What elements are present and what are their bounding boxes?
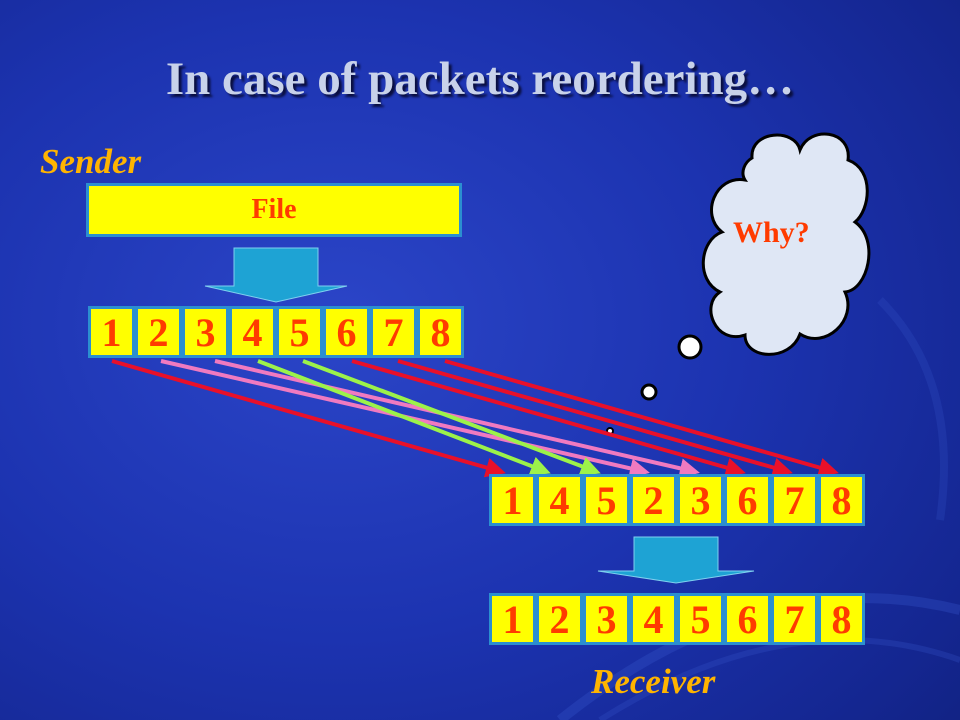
received-packet-row: 1 4 5 2 3 6 7 8: [489, 474, 865, 526]
packet-cell: 5: [677, 593, 724, 645]
packet-arrow-1: [111, 359, 506, 478]
background-swirl: [598, 637, 960, 720]
packet-cell: 2: [536, 593, 583, 645]
packet-cell: 1: [489, 474, 536, 526]
file-label: File: [251, 194, 297, 225]
packet-cell: 6: [724, 474, 771, 526]
packet-cell: 1: [88, 306, 135, 358]
packet-cell: 6: [724, 593, 771, 645]
packet-cell: 3: [182, 306, 229, 358]
packet-arrow-8: [444, 359, 839, 478]
file-block: File: [86, 183, 462, 237]
sender-label: Sender: [40, 142, 142, 181]
packet-arrow-6: [351, 359, 746, 478]
reordered-packet-row: 1 2 3 4 5 6 7 8: [489, 593, 865, 645]
packet-arrow-5: [302, 359, 601, 476]
packet-arrow-7: [397, 359, 793, 478]
down-arrow-icon: [597, 536, 755, 584]
slide-title: In case of packets reordering…: [165, 53, 795, 105]
packet-cell: 8: [417, 306, 464, 358]
down-arrow-icon: [204, 247, 348, 303]
packet-cell: 2: [135, 306, 182, 358]
packet-cell: 7: [370, 306, 417, 358]
packet-cell: 4: [630, 593, 677, 645]
packet-cell: 5: [276, 306, 323, 358]
packet-cell: 8: [818, 474, 865, 526]
packet-cell: 3: [677, 474, 724, 526]
packet-cell: 6: [323, 306, 370, 358]
packet-cell: 7: [771, 474, 818, 526]
thought-cloud: [701, 132, 871, 356]
thought-bubble: [677, 334, 703, 360]
packet-cell: 3: [583, 593, 630, 645]
thought-text: Why?: [733, 216, 810, 249]
packet-cell: 7: [771, 593, 818, 645]
packet-cell: 8: [818, 593, 865, 645]
packet-cell: 1: [489, 593, 536, 645]
receiver-label: Receiver: [591, 662, 716, 701]
thought-bubble: [640, 383, 658, 401]
packet-arrow-4: [257, 359, 551, 476]
sent-packet-row: 1 2 3 4 5 6 7 8: [88, 306, 464, 358]
packet-cell: 5: [583, 474, 630, 526]
packet-cell: 4: [229, 306, 276, 358]
background-swirl: [877, 297, 948, 521]
packet-cell: 4: [536, 474, 583, 526]
packet-cell: 2: [630, 474, 677, 526]
